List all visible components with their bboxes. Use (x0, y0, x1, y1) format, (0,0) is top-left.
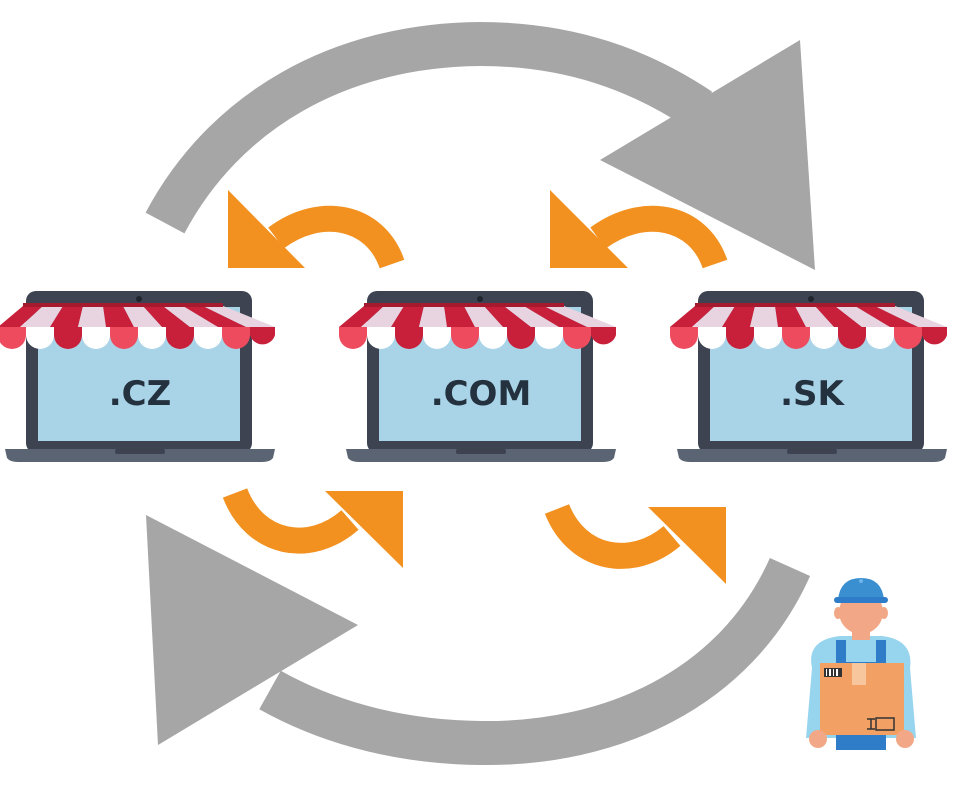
arrow-cz-to-com (222, 487, 403, 568)
store-com: .COM (339, 291, 616, 462)
arrow-com-to-sk (544, 503, 726, 584)
store-label-sk: .SK (780, 374, 845, 414)
store-label-com: .COM (431, 374, 532, 414)
store-cz: .CZ (0, 291, 275, 462)
store-sk: .SK (670, 291, 947, 462)
box-icon (820, 663, 904, 735)
arrow-com-to-cz (228, 190, 405, 270)
store-label-cz: .CZ (109, 374, 172, 414)
arrow-sk-to-com (550, 190, 728, 270)
cycle-arrow-top (145, 21, 815, 270)
courier-icon (806, 578, 916, 750)
cycle-arrow-bottom (146, 515, 811, 766)
